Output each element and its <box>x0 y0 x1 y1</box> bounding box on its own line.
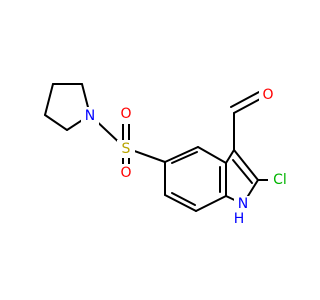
bond-c5-c4-inner <box>171 151 198 164</box>
bond-c7-c6 <box>164 194 197 212</box>
atom-o-aldehyde: O <box>262 87 273 103</box>
atom-labels: N S O O O Cl N H <box>81 86 292 227</box>
bond-c3-c2-inner <box>232 159 253 184</box>
bond-c3a-c3 <box>225 149 235 164</box>
bond-c7-c6-inner <box>171 192 196 206</box>
bond-cho-o-a <box>233 97 263 114</box>
atom-cl: Cl <box>273 172 287 188</box>
atom-s-sulfonyl: S <box>122 141 131 157</box>
bond-c3-c2 <box>233 149 259 181</box>
atom-n-pyrrolidine: N <box>85 108 95 124</box>
bond-c7a-c7 <box>195 195 227 212</box>
bonds <box>44 83 273 212</box>
bond-pyr-5 <box>44 83 54 116</box>
atom-n-indole: N <box>238 196 248 212</box>
bond-pyr-4 <box>44 114 68 131</box>
bond-c5-c4 <box>164 146 199 163</box>
bond-cho-o-b <box>230 91 260 108</box>
molecule-diagram: N S O O O Cl N H <box>44 83 292 227</box>
atom-o-sulfonyl-bottom: O <box>120 165 131 181</box>
bond-c4-c3a <box>197 146 227 164</box>
atom-h-indole: H <box>234 211 245 227</box>
atom-o-sulfonyl-top: O <box>120 106 131 122</box>
